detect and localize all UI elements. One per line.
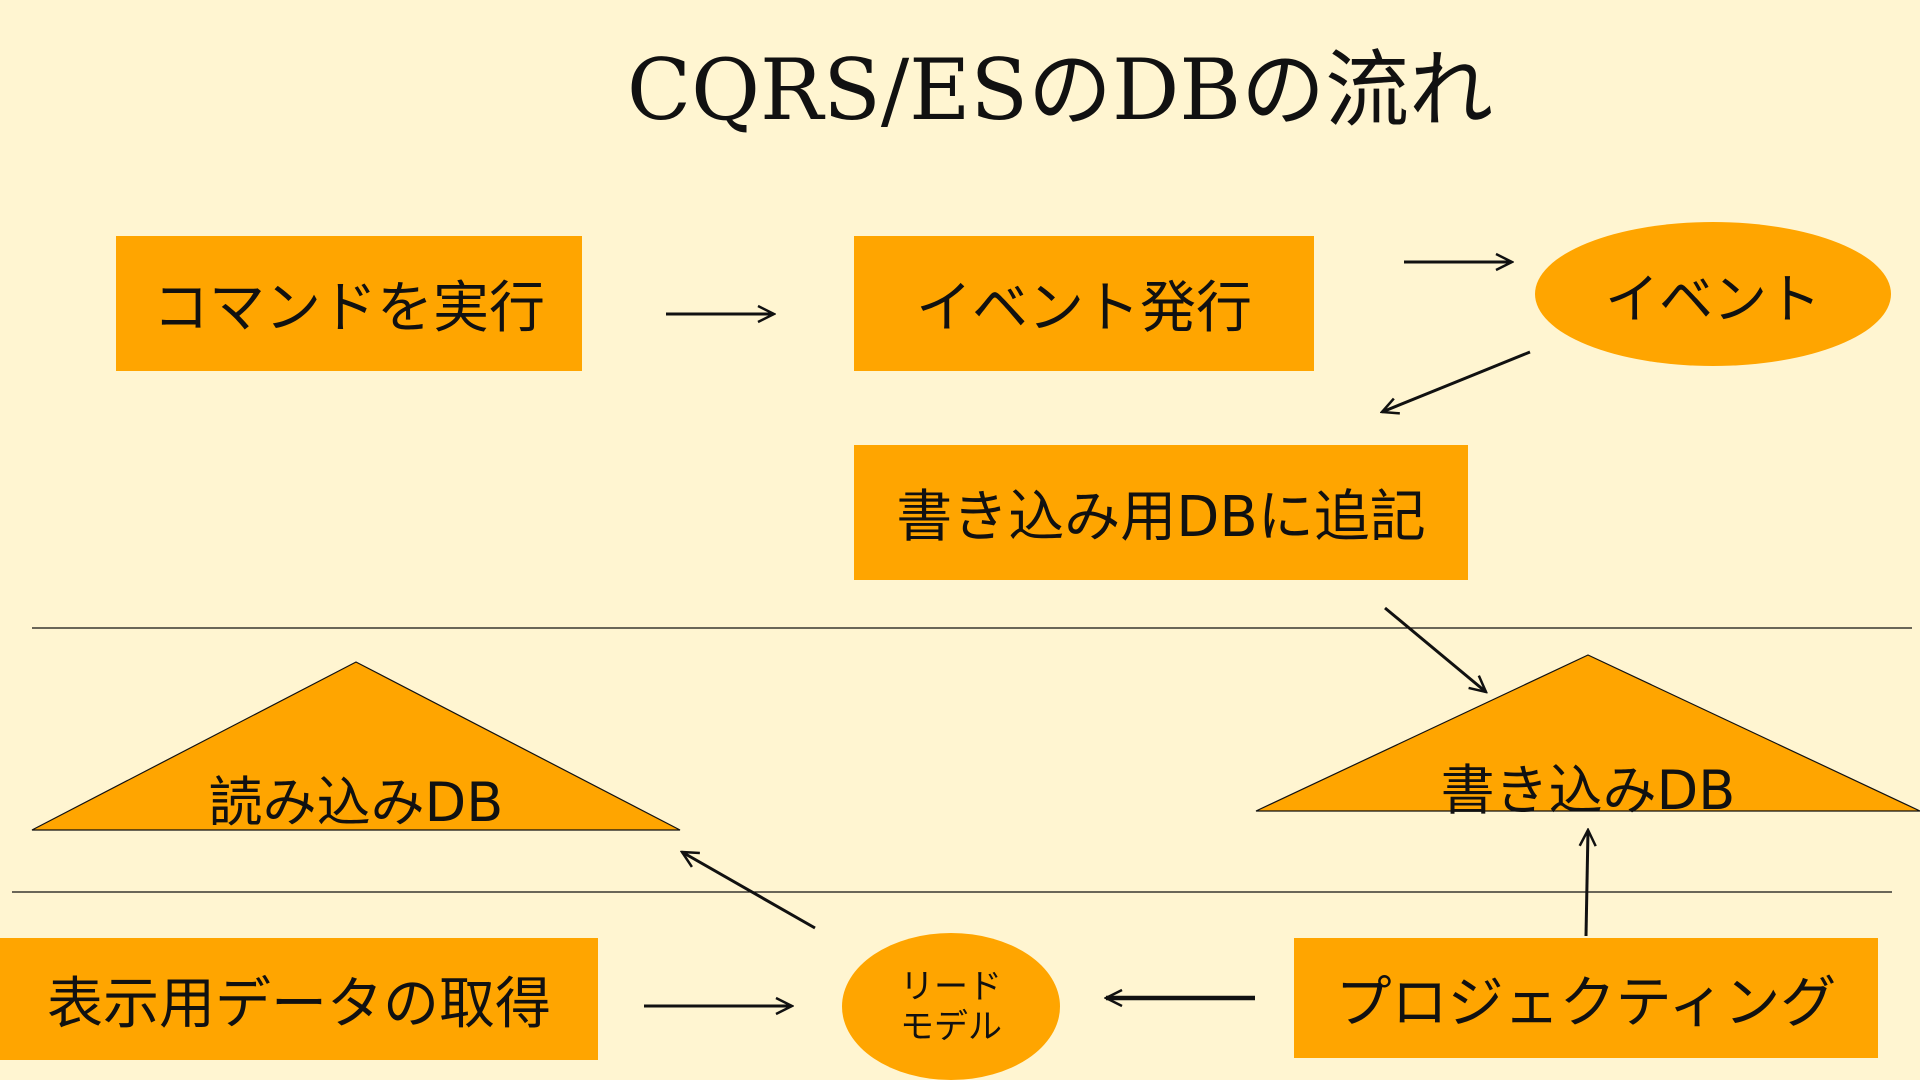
append-write-db-label: 書き込み用DBに追記 xyxy=(896,485,1426,550)
arrow-projecting-to-write-db xyxy=(1586,830,1588,937)
write-db-triangle xyxy=(1255,654,1920,812)
read-model-label-line1: リード xyxy=(900,966,1002,1007)
read-model-node: リード モデル xyxy=(842,933,1060,1080)
issue-event-node: イベント発行 xyxy=(854,236,1314,371)
get-display-data-label: 表示用データの取得 xyxy=(47,971,551,1037)
arrow-append-to-write-db xyxy=(1384,606,1486,692)
read-db-label: 読み込みDB xyxy=(208,771,504,834)
event-label: イベント xyxy=(1605,267,1821,331)
diagram-title: CQRS/ESのDBの流れ xyxy=(626,41,1494,139)
read-db-triangle xyxy=(31,661,681,831)
projecting-node: プロジェクティング xyxy=(1294,938,1878,1058)
arrow-event-to-append xyxy=(1382,350,1531,412)
get-display-data-node: 表示用データの取得 xyxy=(0,938,598,1060)
arrow-read-model-to-read-db xyxy=(682,852,816,930)
read-model-label-line2: モデル xyxy=(900,1006,1002,1047)
projecting-label: プロジェクティング xyxy=(1335,970,1837,1036)
issue-event-label: イベント発行 xyxy=(916,276,1252,341)
execute-command-label: コマンドを実行 xyxy=(153,276,545,341)
append-write-db-node: 書き込み用DBに追記 xyxy=(854,445,1468,580)
event-node: イベント xyxy=(1535,222,1891,366)
execute-command-node: コマンドを実行 xyxy=(116,236,582,371)
write-db-label: 書き込みDB xyxy=(1440,759,1736,822)
